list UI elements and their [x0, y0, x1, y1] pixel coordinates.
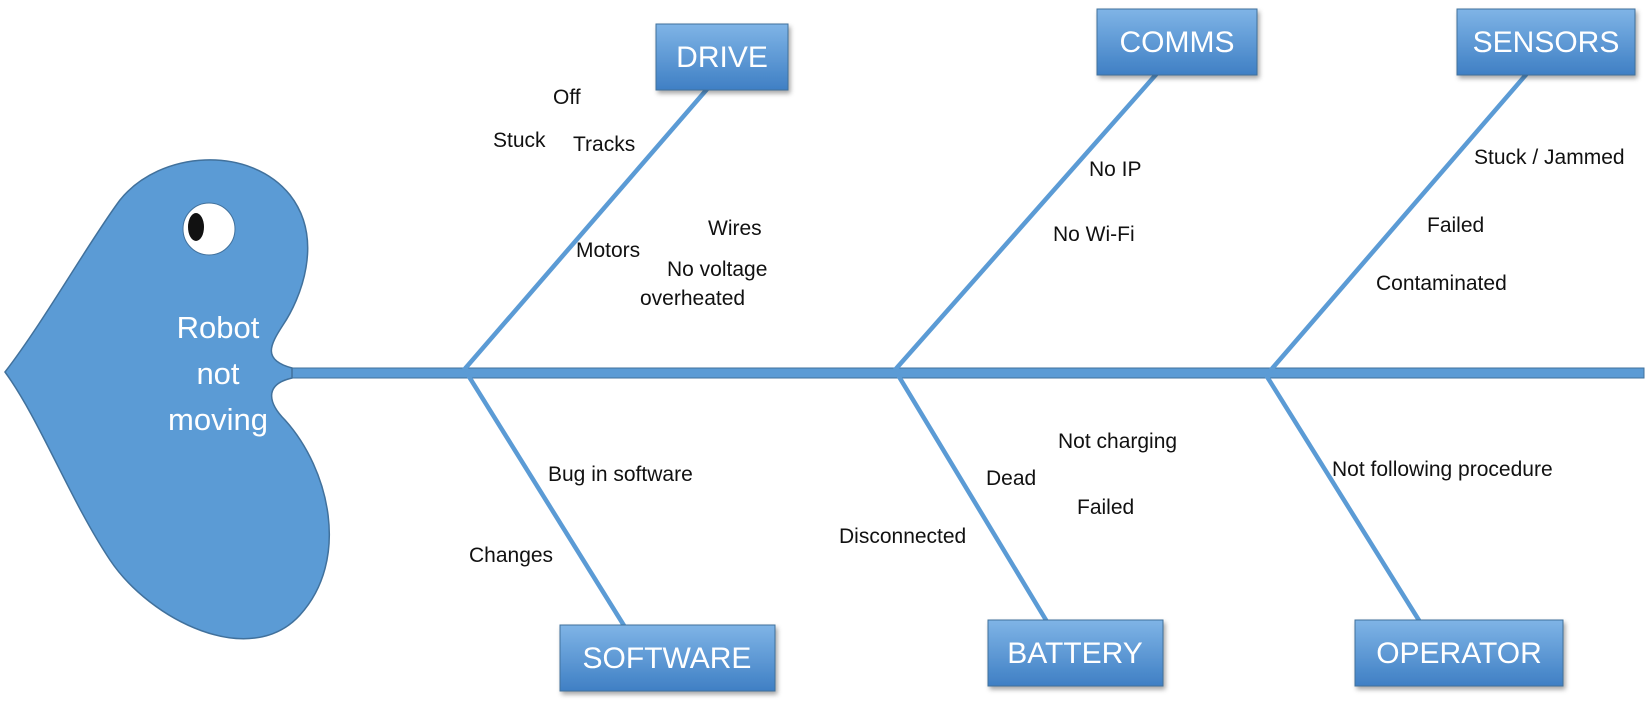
cause-operator-not-following-procedure: Not following procedure — [1332, 458, 1553, 481]
cause-battery-failed: Failed — [1077, 496, 1134, 519]
category-comms: COMMS — [1096, 8, 1258, 76]
problem-line-3: moving — [168, 402, 268, 437]
cause-sensors-stuck-jammed: Stuck / Jammed — [1474, 146, 1625, 169]
cause-software-changes: Changes — [469, 544, 553, 567]
category-sensors: SENSORS — [1456, 8, 1636, 76]
bone-drive — [461, 86, 710, 373]
fish-head — [4, 159, 330, 640]
cause-drive-wires: Wires — [708, 217, 762, 240]
category-sensors-label: SENSORS — [1473, 26, 1620, 59]
bone-comms — [892, 68, 1162, 373]
cause-comms-no-ip: No IP — [1089, 158, 1142, 181]
cause-battery-not-charging: Not charging — [1058, 430, 1177, 453]
problem-line-1: Robot — [177, 310, 260, 345]
cause-drive-motors: Motors — [576, 239, 640, 262]
bone-operator — [1264, 373, 1427, 632]
bone-sensors — [1268, 68, 1532, 373]
cause-battery-disconnected: Disconnected — [839, 525, 966, 548]
cause-comms-no-wifi: No Wi-Fi — [1053, 223, 1135, 246]
cause-drive-off: Off — [553, 86, 581, 109]
category-operator: OPERATOR — [1354, 619, 1564, 687]
cause-drive-no-voltage: No voltage — [667, 258, 767, 281]
cause-sensors-failed: Failed — [1427, 214, 1484, 237]
category-operator-label: OPERATOR — [1376, 637, 1542, 670]
category-battery: BATTERY — [987, 619, 1164, 687]
category-battery-label: BATTERY — [1007, 637, 1143, 670]
category-drive: DRIVE — [655, 23, 789, 91]
bone-software — [466, 373, 630, 634]
cause-drive-stuck: Stuck — [493, 129, 546, 152]
cause-sensors-contaminated: Contaminated — [1376, 272, 1507, 295]
cause-software-bug: Bug in software — [548, 463, 693, 486]
cause-drive-tracks: Tracks — [573, 133, 635, 156]
category-software-label: SOFTWARE — [583, 642, 752, 675]
cause-battery-dead: Dead — [986, 467, 1036, 490]
category-drive-label: DRIVE — [676, 41, 768, 74]
problem-line-2: not — [196, 356, 239, 391]
bone-battery — [896, 373, 1054, 632]
spine — [291, 367, 1645, 379]
category-software: SOFTWARE — [559, 624, 776, 692]
cause-drive-overheated: overheated — [640, 287, 745, 310]
eye-icon — [182, 202, 236, 256]
category-comms-label: COMMS — [1120, 26, 1235, 59]
